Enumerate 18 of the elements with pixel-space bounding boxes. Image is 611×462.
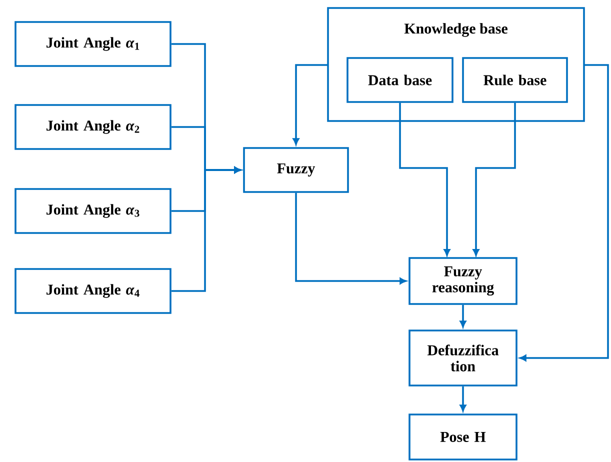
data-box: Data base <box>346 57 454 103</box>
process-box: Fuzzy <box>243 147 349 193</box>
data-box: Rule base <box>462 57 568 103</box>
arrow <box>295 192 406 284</box>
arrow <box>171 166 241 292</box>
arrow <box>520 64 609 362</box>
process-box: Defuzzifica tion <box>408 330 518 386</box>
process-box: Pose H <box>408 414 518 460</box>
input-box: Joint Angle α$_{4}$ <box>14 268 172 314</box>
input-box: Joint Angle α$_{1}$ <box>14 21 172 67</box>
arrow <box>460 386 466 412</box>
arrow <box>292 64 328 145</box>
process-box: Fuzzy reasoning <box>408 257 518 305</box>
input-box: Joint Angle α$_{2}$ <box>14 104 172 150</box>
arrow <box>399 102 450 256</box>
input-box: Joint Angle α$_{3}$ <box>14 188 172 234</box>
arrow <box>472 102 516 256</box>
arrow <box>460 304 466 328</box>
